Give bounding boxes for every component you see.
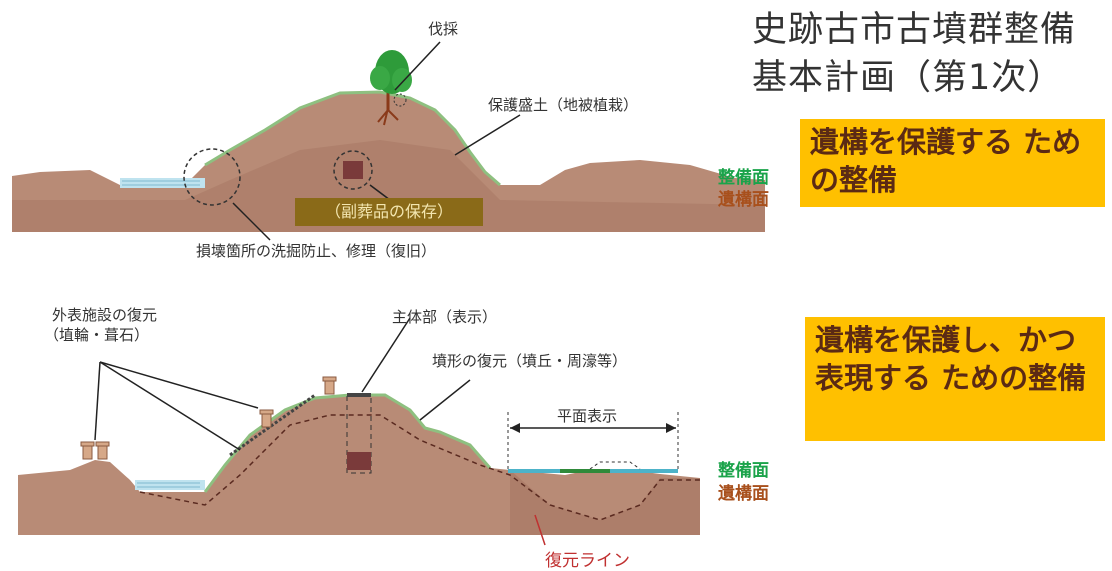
logging-label: 伐採 — [428, 20, 459, 38]
moat-water-bottom — [135, 480, 205, 490]
bottom-maintenance-surface-label: 整備面 — [718, 461, 769, 481]
moat-water — [120, 178, 205, 188]
repair-label: 損壊箇所の洗掘防止、修理（復旧） — [196, 242, 437, 260]
tree-icon — [370, 50, 412, 126]
bottom-callout: 遺構を保護し、かつ表現する ための整備 — [805, 317, 1105, 441]
bottom-remains-surface-label: 遺構面 — [718, 484, 769, 504]
bottom-cross-section — [18, 317, 700, 546]
arrow-icon — [507, 412, 679, 470]
exterior-label-line1: 外表施設の復元 — [52, 306, 158, 324]
mound-restore-label: 墳形の復元（墳丘・周濠等） — [432, 352, 628, 370]
main-part-label: 主体部（表示） — [392, 308, 498, 326]
protective-fill-line — [204, 90, 501, 187]
protective-fill-label: 保護盛土（地被植栽） — [488, 96, 639, 114]
restore-line-label: 復元ライン — [545, 551, 630, 571]
exterior-label-line2: （埴輪・葺石） — [44, 326, 150, 344]
page-title: 史跡古市古墳群整備 基本計画（第1次） — [752, 10, 1077, 98]
top-callout: 遺構を保護する ための整備 — [800, 119, 1105, 207]
grave-circle — [333, 150, 373, 190]
grave-goods-label: （副葬品の保存） — [295, 198, 483, 226]
damage-circle — [183, 148, 241, 206]
top-remains-surface-label: 遺構面 — [718, 190, 769, 210]
restore-dashed-line — [139, 414, 700, 521]
haniwa-icon — [80, 376, 337, 460]
plane-display-label: 平面表示 — [557, 407, 618, 425]
top-maintenance-surface-label: 整備面 — [718, 168, 769, 188]
